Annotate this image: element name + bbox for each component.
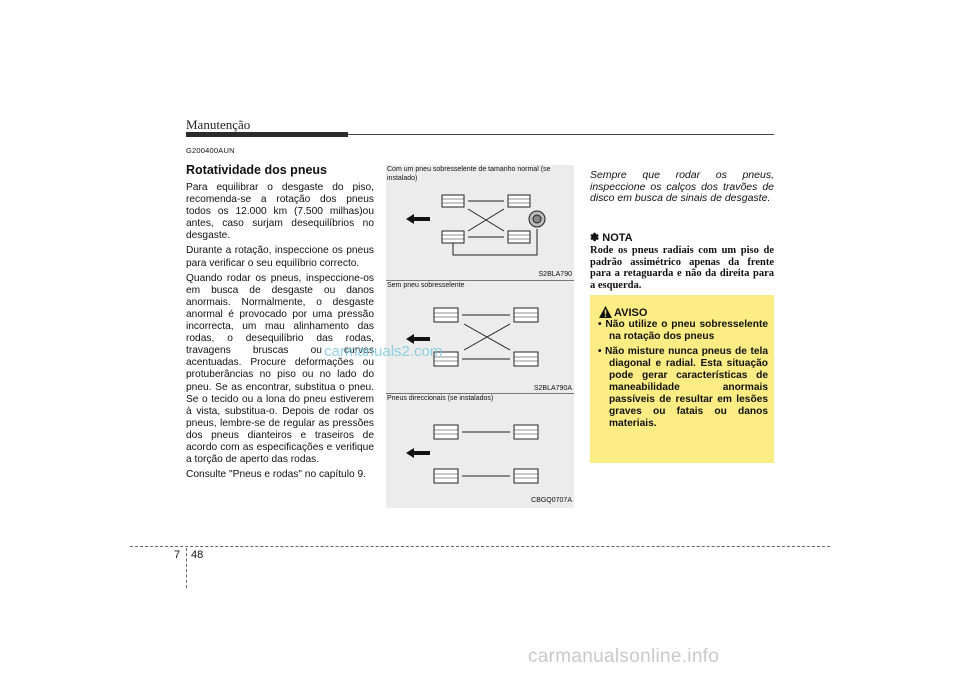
- figure-code: S2BLA790: [538, 271, 572, 278]
- warning-list: • Não utilize o pneu sobresselente na ro…: [598, 319, 768, 433]
- section-title: Manutenção: [186, 117, 251, 132]
- rotation-diagram-with-spare: [406, 194, 546, 256]
- warning-item: • Não utilize o pneu sobresselente na ro…: [598, 319, 768, 342]
- warning-title: AVISO: [614, 307, 648, 319]
- footer-rule: [130, 546, 830, 547]
- body-paragraph: Consulte "Pneus e rodas" no capítulo 9.: [186, 469, 366, 481]
- page-heading: Rotatividade dos pneus: [186, 163, 327, 177]
- figure-caption: Sem pneu sobresselente: [387, 282, 465, 289]
- warning-item: • Não misture nunca pneus de tela diagon…: [598, 346, 768, 429]
- header-rule: [348, 134, 774, 135]
- figure-divider: [386, 393, 574, 394]
- tire-rotation-figure: Com um pneu sobresselente de tamanho nor…: [386, 165, 574, 508]
- footer-divider: [186, 548, 187, 588]
- rotation-diagram-no-spare: [406, 307, 539, 367]
- body-paragraph: Quando rodar os pneus, inspeccione-os em…: [186, 272, 374, 466]
- figure-caption: Pneus direccionais (se instalados): [387, 395, 494, 402]
- body-text: Para equilibrar o desgaste do piso, reco…: [186, 182, 374, 484]
- body-paragraph: Para equilibrar o desgaste do piso, reco…: [186, 182, 374, 242]
- page-number: 48: [191, 549, 204, 561]
- figure-code: S2BLA790A: [533, 385, 572, 392]
- warning-triangle-icon: [599, 306, 612, 318]
- figure-caption: Com um pneu sobresselente de tamanho nor…: [387, 166, 551, 182]
- figure-code: CBGQ0707A: [531, 497, 572, 504]
- watermark-footer: carmanualsonline.info: [528, 646, 720, 667]
- nota-heading: ✽ NOTA: [590, 232, 633, 244]
- inspection-tip: Sempre que rodar os pneus, inspeccione o…: [590, 169, 774, 204]
- watermark-overlay: carmanuals2.com: [324, 343, 443, 360]
- warning-box: AVISO • Não utilize o pneu sobresselente…: [590, 295, 774, 463]
- rotation-diagram-directional: [406, 424, 539, 484]
- nota-text: Rode os pneus radiais com um piso de pad…: [590, 245, 774, 291]
- body-paragraph: Durante a rotação, inspeccione os pneus …: [186, 245, 374, 269]
- figure-divider: [386, 280, 574, 281]
- header-bar: [186, 132, 348, 137]
- chapter-number: 7: [174, 549, 181, 561]
- doc-code: G200400AUN: [186, 146, 235, 155]
